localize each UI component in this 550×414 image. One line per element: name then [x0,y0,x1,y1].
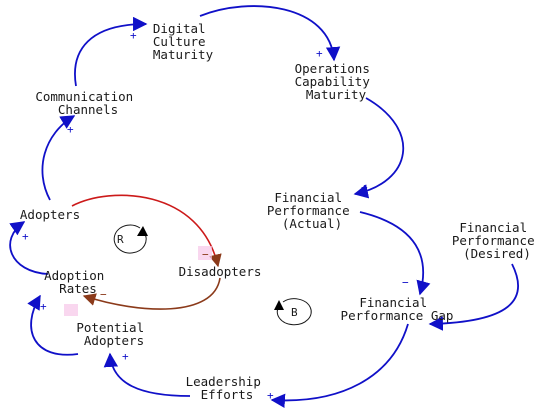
polarity-highlight-disadopters [198,246,212,260]
link-disadopters-to-adoption-rates [82,277,221,310]
link-fin-desired-to-gap [428,263,520,331]
node-digital-culture-maturity: Digital Culture Maturity [153,21,214,62]
link-potential-to-adoption-rates [27,294,79,356]
link-digital-culture-to-ops [199,5,341,62]
loop-label-r: R [117,233,124,246]
link-adopters-to-disadopters [71,194,222,268]
node-operations-capability-maturity: Operations Capability Maturity [295,61,378,102]
node-adoption-rates: Adoption Rates [44,268,112,296]
link-communication-to-digital-culture [74,16,148,87]
polarity-ops-fin-actual: + [361,181,368,194]
loop-label-b: B [291,306,298,319]
polarity-disadopters-adoption: − [100,288,107,301]
link-adoption-rates-to-adopters [9,221,49,275]
polarity-digital-ops: + [316,47,323,60]
node-communication-channels: Communication Channels [35,89,140,117]
link-leadership-to-potential [103,352,191,397]
polarity-potential-adoption: + [40,300,47,313]
polarity-highlight-adoption-rates [64,304,78,316]
link-ops-to-fin-actual [353,97,405,199]
polarity-adopters-communication: + [67,123,74,136]
polarity-adopters-disadopters: − [202,248,209,261]
link-adopters-to-communication [41,115,76,201]
node-adopters: Adopters [20,207,80,222]
link-gap-to-leadership [270,323,409,408]
polarity-communication-digital: + [130,29,137,42]
node-financial-performance-gap: Financial Performance Gap [341,295,454,323]
node-financial-performance-desired: Financial Performance (Desired) [452,220,542,261]
node-financial-performance-actual: Financial Performance (Actual) [267,190,357,231]
node-disadopters: Disadopters [179,264,262,279]
polarity-adoption-adopters: + [22,230,29,243]
link-fin-actual-to-gap [359,211,431,296]
polarity-fin-actual-gap: − [402,276,409,289]
node-potential-adopters: Potential Adopters [76,320,151,348]
polarity-desired-gap: + [438,312,445,325]
reinforcing-loop-marker: R [113,224,148,254]
balancing-loop-marker: B [274,298,312,326]
node-leadership-efforts: Leadership Efforts [186,374,269,402]
polarity-gap-leadership: + [267,389,274,402]
polarity-leadership-potential: + [122,350,129,363]
